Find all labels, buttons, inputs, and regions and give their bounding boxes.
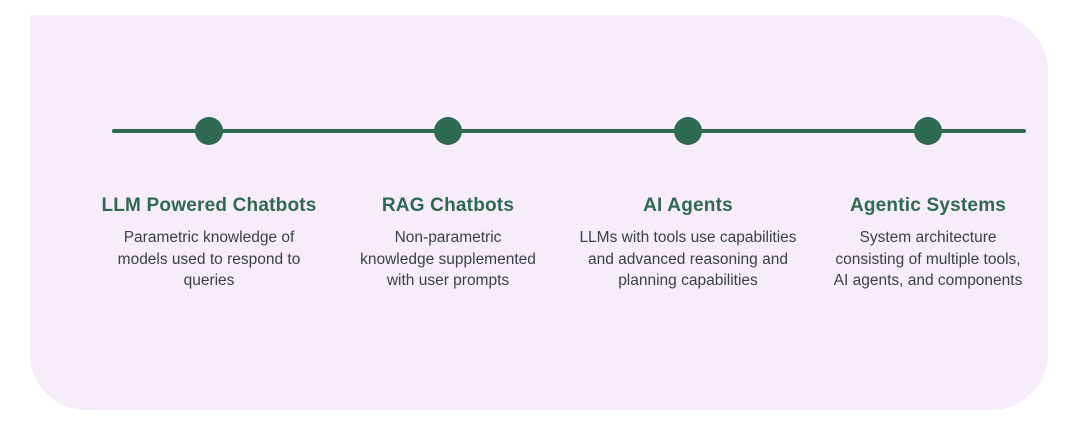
timeline-item-llm-powered-chatbots: LLM Powered Chatbots Parametric knowledg… bbox=[79, 194, 339, 292]
timeline-item-description: Parametric knowledge of models used to r… bbox=[117, 229, 301, 289]
timeline-item-ai-agents: AI Agents LLMs with tools use capabiliti… bbox=[558, 194, 818, 292]
timeline-dot-agentic-systems bbox=[914, 117, 942, 145]
timeline-item-title: AI Agents bbox=[643, 195, 733, 216]
timeline-card: LLM Powered Chatbots Parametric knowledg… bbox=[30, 15, 1048, 410]
timeline-item-rag-chatbots: RAG Chatbots Non-parametric knowledge su… bbox=[318, 194, 578, 292]
timeline-item-description: System architecture consisting of multip… bbox=[833, 229, 1023, 289]
timeline-line bbox=[112, 129, 1026, 133]
timeline-item-description: LLMs with tools use capabilities and adv… bbox=[579, 229, 797, 289]
timeline-item-title: LLM Powered Chatbots bbox=[101, 195, 317, 216]
timeline-item-description: Non-parametric knowledge supplemented wi… bbox=[360, 229, 536, 289]
timeline-dot-llm-powered-chatbots bbox=[195, 117, 223, 145]
timeline-item-title: RAG Chatbots bbox=[381, 195, 515, 216]
timeline-item-title: Agentic Systems bbox=[849, 195, 1007, 216]
timeline-item-agentic-systems: Agentic Systems System architecture cons… bbox=[798, 194, 1058, 292]
timeline-dot-ai-agents bbox=[674, 117, 702, 145]
timeline-dot-rag-chatbots bbox=[434, 117, 462, 145]
